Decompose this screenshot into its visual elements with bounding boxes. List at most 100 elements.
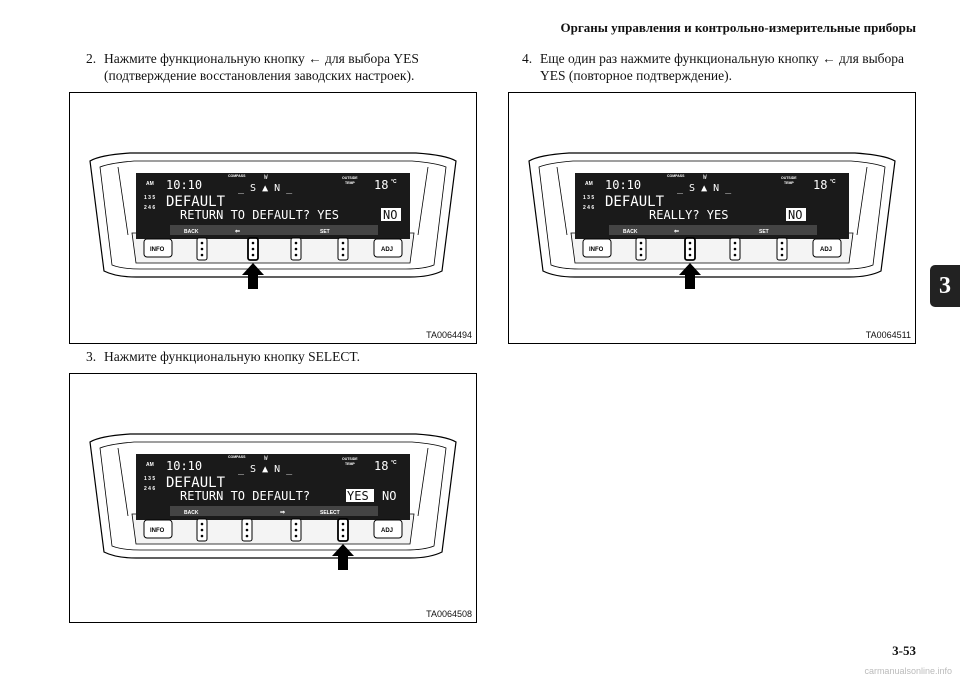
compass-label: COMPASS bbox=[228, 455, 246, 459]
outside-label: OUTSIDE bbox=[781, 176, 797, 180]
presets-right: 2 4 6 bbox=[583, 205, 594, 211]
softkey-4: SET bbox=[759, 229, 769, 235]
figure-code: TA0064494 bbox=[426, 330, 472, 340]
softkey-1: BACK bbox=[184, 229, 199, 235]
function-button-2[interactable] bbox=[684, 237, 696, 261]
function-button-4[interactable] bbox=[337, 237, 349, 261]
display-option-no: NO bbox=[382, 489, 396, 503]
function-button-2[interactable] bbox=[241, 518, 253, 542]
adj-button[interactable]: ADJ bbox=[373, 519, 403, 539]
display-line1: DEFAULT bbox=[166, 194, 226, 210]
softkey-1: BACK bbox=[623, 229, 638, 235]
page-number: 3-53 bbox=[892, 643, 916, 658]
compass-label: COMPASS bbox=[228, 174, 246, 178]
step-number: 2. bbox=[86, 51, 97, 66]
compass-heading: W bbox=[264, 174, 268, 181]
info-label: INFO bbox=[150, 528, 165, 534]
presets-right: 2 4 6 bbox=[144, 205, 155, 211]
function-button-3[interactable] bbox=[729, 237, 741, 261]
adj-label: ADJ bbox=[381, 528, 393, 534]
step-4: 4. Еще один раз нажмите функциональную кн… bbox=[522, 50, 904, 84]
info-label: INFO bbox=[150, 247, 165, 253]
clock: 10:10 bbox=[605, 178, 641, 192]
presets-left: 1 3 5 bbox=[144, 476, 155, 482]
info-button[interactable]: INFO bbox=[143, 238, 173, 258]
outside-temp: 18 bbox=[813, 178, 827, 192]
softkey-4: SELECT bbox=[320, 510, 340, 516]
step-2: 2. Нажмите функциональную кнопку ← для вы… bbox=[86, 50, 419, 84]
softkey-2: ⇐ bbox=[674, 229, 679, 235]
figure-display-step2: AM 10:10 COMPASS W _ S ▲ N _ OUTSIDE TEM… bbox=[69, 92, 477, 344]
temp-label: TEMP bbox=[345, 181, 355, 185]
band-label: AM bbox=[146, 462, 154, 468]
display-line2: RETURN TO DEFAULT? bbox=[180, 489, 310, 503]
pointer-arrow-icon bbox=[242, 263, 264, 289]
compass-heading: W bbox=[703, 174, 707, 181]
function-button-2[interactable] bbox=[247, 237, 259, 261]
function-button-1[interactable] bbox=[196, 237, 208, 261]
softkey-1: BACK bbox=[184, 510, 199, 516]
pointer-arrow-icon bbox=[332, 544, 354, 570]
softkey-3: ⇒ bbox=[280, 510, 285, 516]
function-button-3[interactable] bbox=[290, 237, 302, 261]
pointer-arrow-icon bbox=[679, 263, 701, 289]
softkey-4: SET bbox=[320, 229, 330, 235]
function-button-4[interactable] bbox=[776, 237, 788, 261]
outside-label: OUTSIDE bbox=[342, 176, 358, 180]
display-line1: DEFAULT bbox=[605, 194, 665, 210]
page-header: Органы управления и контрольно-измерител… bbox=[560, 20, 916, 35]
compass-display: _ S ▲ N _ bbox=[238, 183, 293, 194]
figure-display-step3: AM 10:10 COMPASS W _ S ▲ N _ OUTSIDE TEM… bbox=[69, 373, 477, 623]
step-3: 3. Нажмите функциональную кнопку SELECT. bbox=[86, 348, 360, 365]
adj-label: ADJ bbox=[381, 247, 393, 253]
info-button[interactable]: INFO bbox=[582, 238, 612, 258]
temp-label: TEMP bbox=[345, 462, 355, 466]
step-number: 4. bbox=[522, 51, 533, 66]
adj-button[interactable]: ADJ bbox=[812, 238, 842, 258]
section-tab: 3 bbox=[930, 265, 960, 307]
info-button[interactable]: INFO bbox=[143, 519, 173, 539]
outside-temp: 18 bbox=[374, 459, 388, 473]
outside-label: OUTSIDE bbox=[342, 457, 358, 461]
function-button-3[interactable] bbox=[290, 518, 302, 542]
highlighted-option: NO bbox=[788, 208, 802, 222]
display-line2: REALLY? YES bbox=[649, 208, 728, 222]
step-number: 3. bbox=[86, 349, 97, 364]
display-line2: RETURN TO DEFAULT? YES bbox=[180, 208, 339, 222]
highlighted-option: NO bbox=[383, 208, 397, 222]
adj-button[interactable]: ADJ bbox=[373, 238, 403, 258]
presets-right: 2 4 6 bbox=[144, 486, 155, 492]
step-text-cont: (подтверждение восстановления заводских … bbox=[104, 68, 415, 83]
figure-display-step4: AM 10:10 COMPASS W _ S ▲ N _ OUTSIDE TEM… bbox=[508, 92, 916, 344]
figure-code: TA0064508 bbox=[426, 609, 472, 619]
watermark: carmanualsonline.info bbox=[864, 666, 952, 676]
highlighted-option: YES bbox=[347, 489, 369, 503]
compass-heading: W bbox=[264, 455, 268, 462]
step-text-cont: YES (повторное подтверждение). bbox=[540, 68, 733, 83]
clock: 10:10 bbox=[166, 459, 202, 473]
compass-label: COMPASS bbox=[667, 174, 685, 178]
presets-left: 1 3 5 bbox=[583, 195, 594, 201]
compass-display: _ S ▲ N _ bbox=[677, 183, 732, 194]
band-label: AM bbox=[146, 181, 154, 187]
softkey-2: ⇐ bbox=[235, 229, 240, 235]
clock: 10:10 bbox=[166, 178, 202, 192]
display-line1: DEFAULT bbox=[166, 475, 226, 491]
info-label: INFO bbox=[589, 247, 604, 253]
temp-unit: °C bbox=[391, 179, 397, 185]
presets-left: 1 3 5 bbox=[144, 195, 155, 201]
temp-label: TEMP bbox=[784, 181, 794, 185]
function-button-1[interactable] bbox=[635, 237, 647, 261]
temp-unit: °C bbox=[830, 179, 836, 185]
outside-temp: 18 bbox=[374, 178, 388, 192]
figure-code: TA0064511 bbox=[865, 330, 911, 340]
compass-display: _ S ▲ N _ bbox=[238, 464, 293, 475]
adj-label: ADJ bbox=[820, 247, 832, 253]
temp-unit: °C bbox=[391, 460, 397, 466]
step-text: Нажмите функциональную кнопку SELECT. bbox=[104, 349, 361, 364]
function-button-4[interactable] bbox=[337, 518, 349, 542]
function-button-1[interactable] bbox=[196, 518, 208, 542]
step-text: Еще один раз нажмите функциональную кноп… bbox=[540, 51, 905, 66]
band-label: AM bbox=[585, 181, 593, 187]
step-text: Нажмите функциональную кнопку ← для выбо… bbox=[104, 51, 419, 66]
